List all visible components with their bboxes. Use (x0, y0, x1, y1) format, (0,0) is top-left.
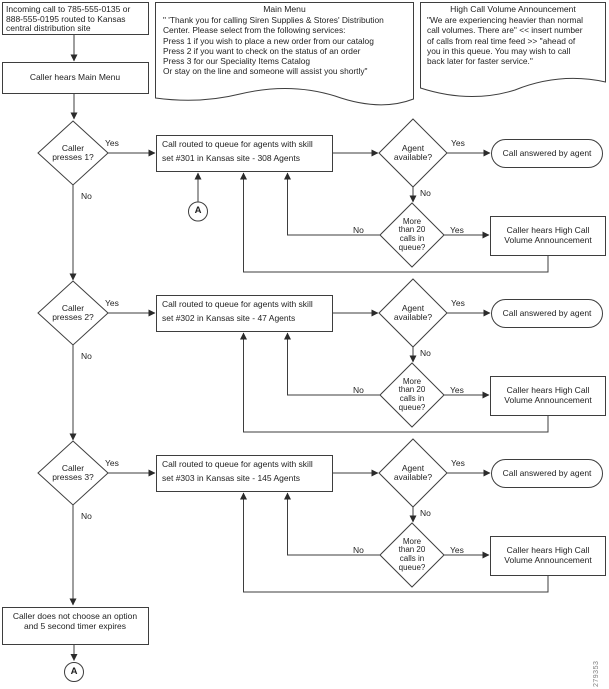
queue-no-return-2 (284, 332, 380, 396)
queue20-text-3: More than 20 calls in queue? (398, 536, 426, 572)
agent-available-text-3: Agent available? (393, 462, 433, 482)
hcva-loop-3 (240, 492, 549, 593)
incoming-call-box (2, 2, 149, 35)
connector-a-circle-row1 (188, 201, 208, 222)
connector-a-label-bottom: A (70, 665, 78, 677)
call-answered-stadium-1 (491, 139, 603, 168)
hcva-text-1: Caller hears High Call Volume Announceme… (504, 225, 592, 245)
caller-hears-text: Caller hears Main Menu (29, 72, 121, 82)
figure-id-watermark: 279353 (593, 660, 600, 687)
call-answered-stadium-2 (491, 299, 603, 328)
hcva-text-2: Caller hears High Call Volume Announceme… (504, 385, 592, 405)
main-menu-note-body: " 'Thank you for calling Siren Supplies … (163, 15, 384, 77)
main-menu-note-title: Main Menu (263, 3, 306, 14)
caller-hears-box (2, 62, 149, 94)
hcv-note-body: "We are experiencing heavier than normal… (427, 15, 583, 67)
queue-no-return-3 (284, 492, 380, 556)
route-301-text: Call routed to queue for agents with ski… (162, 139, 313, 163)
queue-no-label-3: No (353, 545, 364, 555)
queue-no-label-1: No (353, 225, 364, 235)
queue-yes-label-3: Yes (450, 545, 464, 555)
hcva-loop-2 (240, 332, 549, 433)
hcv-note-title: High Call Volume Announcement (450, 3, 576, 14)
press2-yes-label: Yes (105, 298, 119, 308)
press2-question: Caller presses 2? (52, 302, 94, 322)
agent-no-label-1: No (420, 188, 431, 198)
route-303-box (156, 455, 333, 492)
call-answered-text-3: Call answered by agent (502, 468, 592, 478)
agent-available-text-2: Agent available? (393, 302, 433, 322)
call-answered-text-2: Call answered by agent (502, 308, 592, 318)
agent-yes-label-3: Yes (451, 458, 465, 468)
queue-no-label-2: No (353, 385, 364, 395)
hcva-text-3: Caller hears High Call Volume Announceme… (504, 545, 592, 565)
queue-no-return-1 (284, 172, 380, 236)
row-press1 (37, 118, 606, 273)
press1-question: Caller presses 1? (52, 142, 94, 162)
call-answered-stadium-3 (491, 459, 603, 488)
press3-yes-label: Yes (105, 458, 119, 468)
queue20-text-1: More than 20 calls in queue? (398, 216, 426, 252)
route-302-text: Call routed to queue for agents with ski… (162, 299, 313, 323)
agent-no-label-2: No (420, 348, 431, 358)
queue20-diamond-3 (379, 522, 445, 588)
route-303-text: Call routed to queue for agents with ski… (162, 459, 313, 483)
press3-question: Caller presses 3? (52, 462, 94, 482)
press2-no-label: No (81, 351, 92, 361)
timeout-text: Caller does not choose an option and 5 s… (12, 611, 138, 631)
route-302-box (156, 295, 333, 332)
timeout-box (2, 607, 149, 645)
agent-yes-label-1: Yes (451, 138, 465, 148)
queue20-text-2: More than 20 calls in queue? (398, 376, 426, 412)
call-answered-text-1: Call answered by agent (502, 148, 592, 158)
high-call-volume-callout-shape (420, 2, 606, 97)
connector-a-label-row1: A (194, 205, 202, 216)
agent-yes-label-2: Yes (451, 298, 465, 308)
queue-yes-label-1: Yes (450, 225, 464, 235)
row-press3 (37, 438, 606, 593)
agent-no-label-3: No (420, 508, 431, 518)
press1-yes-label: Yes (105, 138, 119, 148)
queue20-diamond-2 (379, 362, 445, 428)
main-menu-callout-shape (155, 2, 414, 106)
incoming-call-text: Incoming call to 785-555-0135 or 888-555… (6, 4, 131, 33)
queue20-diamond-1 (379, 202, 445, 268)
press3-no-label: No (81, 511, 92, 521)
queue-yes-label-2: Yes (450, 385, 464, 395)
route-301-box (156, 135, 333, 172)
agent-available-text-1: Agent available? (393, 142, 433, 162)
hcva-loop-1 (240, 172, 549, 273)
connector-a-circle-bottom (64, 662, 84, 682)
press1-no-label: No (81, 191, 92, 201)
